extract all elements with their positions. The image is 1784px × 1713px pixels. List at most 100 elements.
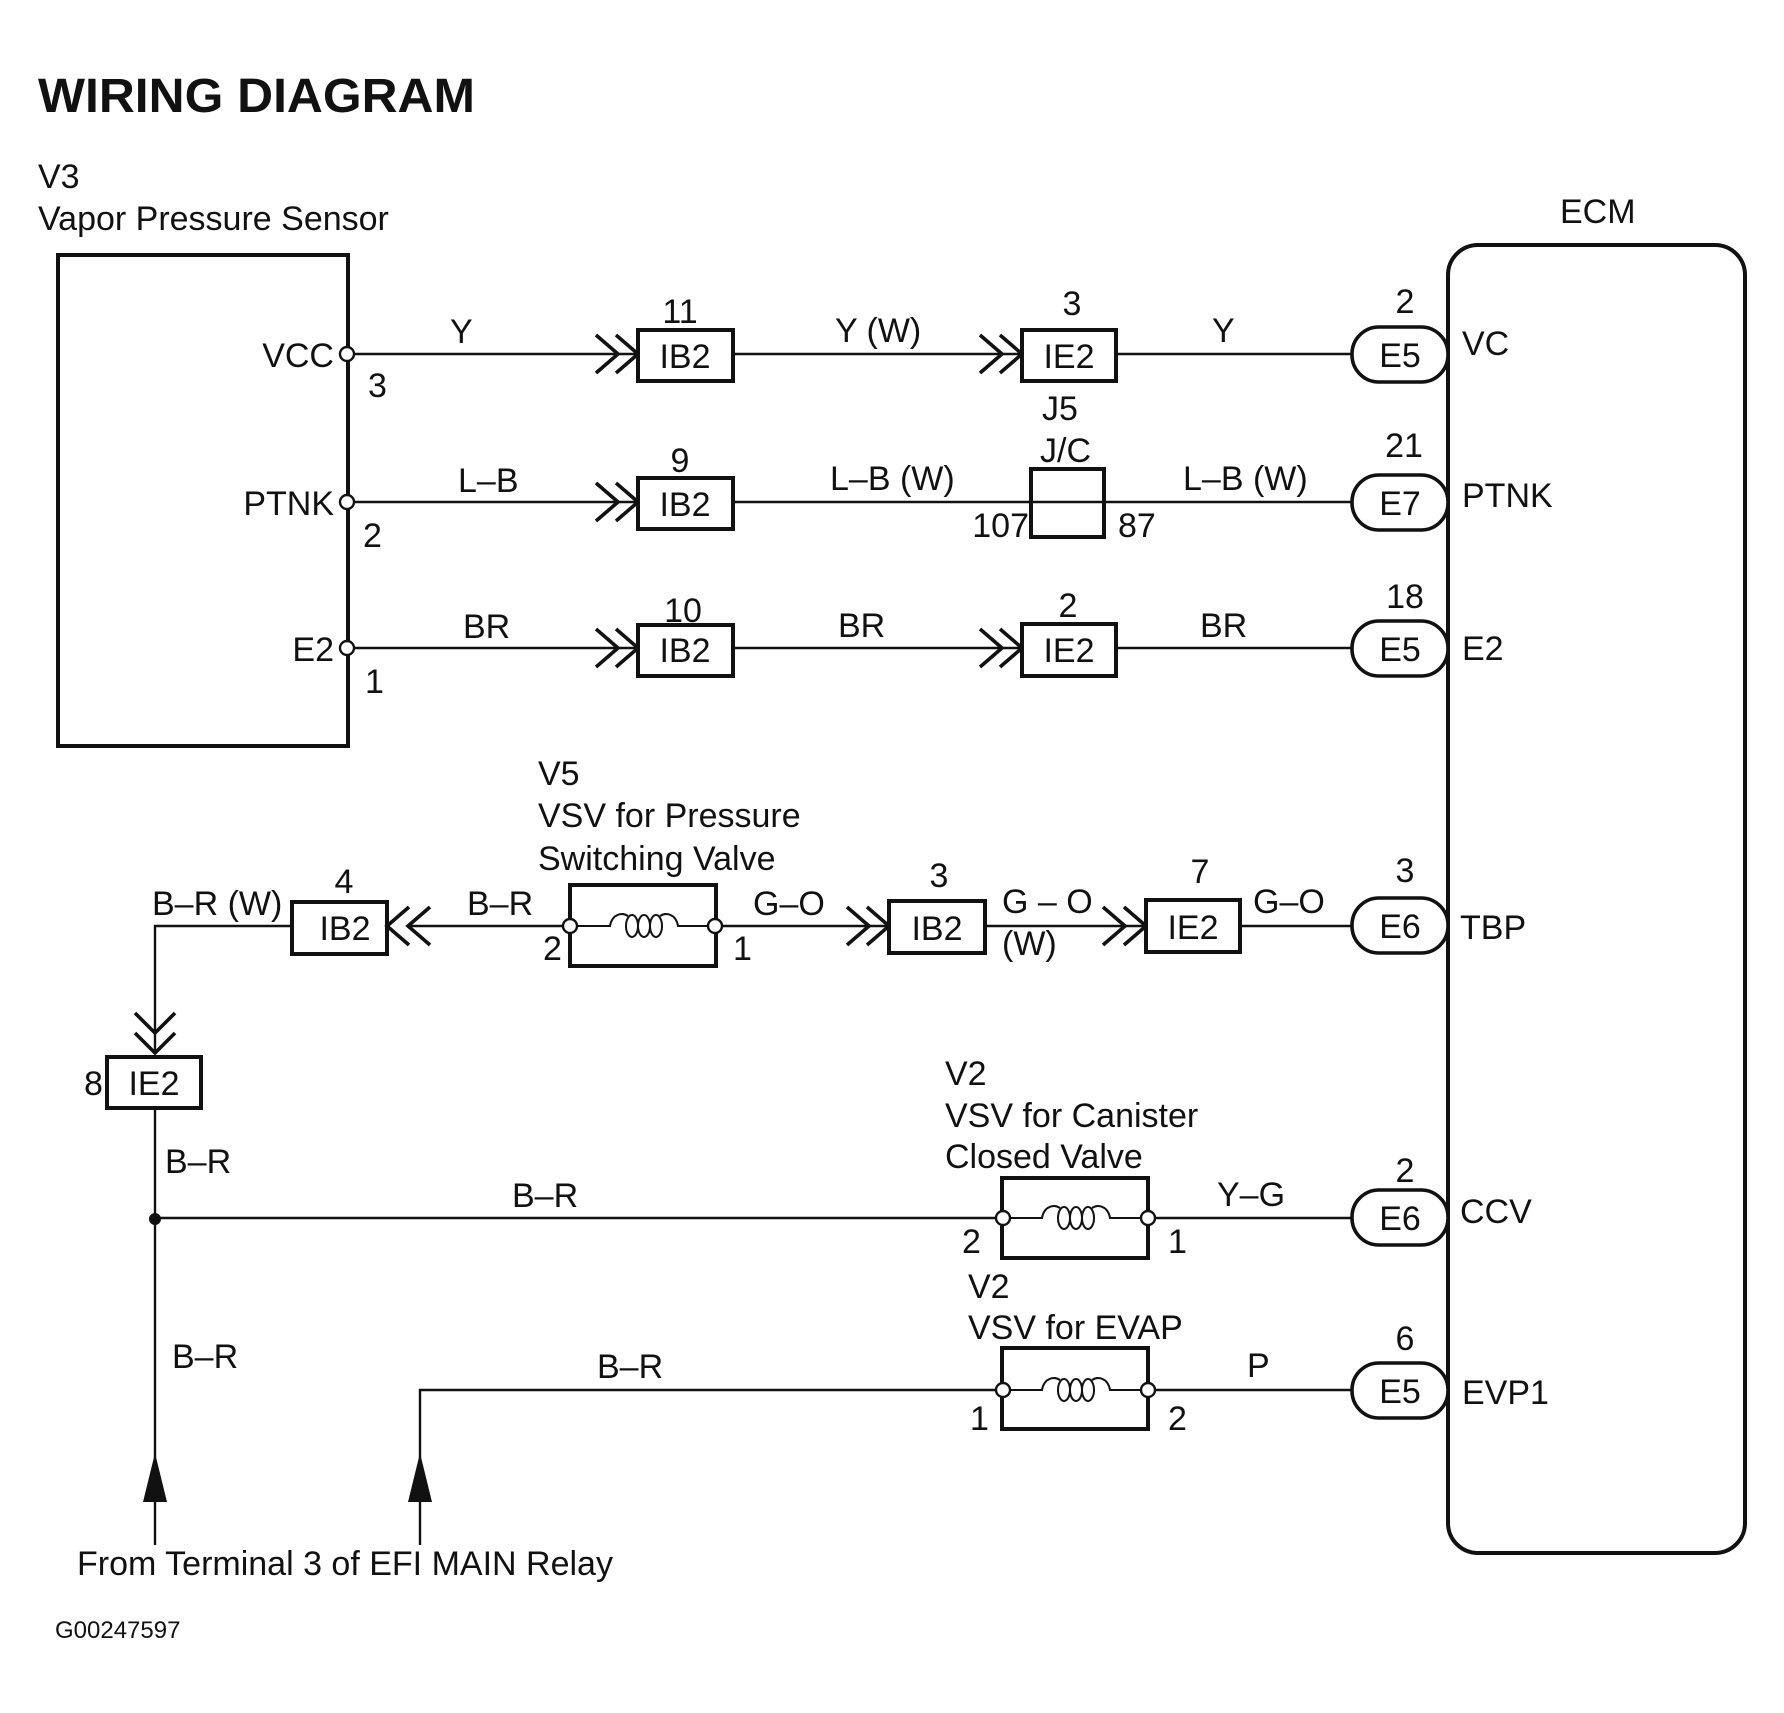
connector-pin: 2: [1059, 587, 1078, 625]
wire-color-label: L–B (W): [830, 460, 955, 498]
wire-color-label: BR: [463, 608, 510, 646]
wire-color-label: (W): [1002, 925, 1057, 963]
connector-arrow-down-icon: [133, 1011, 177, 1056]
coil-icon: [1002, 1377, 1148, 1402]
vsv-pin: 1: [1168, 1223, 1187, 1261]
wire-color-label: Y: [1212, 312, 1235, 350]
ecm-label: ECM: [1560, 193, 1636, 231]
connector-ib2-10: [636, 623, 735, 678]
ecm-pin: 6: [1396, 1320, 1415, 1358]
wire-color-label: G–O: [753, 885, 825, 923]
connector-pin: 4: [335, 863, 354, 901]
vsv-canister-code: V2: [945, 1055, 987, 1093]
ecm-pin: 2: [1396, 1152, 1415, 1190]
pin-circle: [706, 917, 724, 935]
vsv-pin: 1: [733, 930, 752, 968]
page-title: WIRING DIAGRAM: [38, 70, 475, 123]
sensor-pin-e2: 1: [365, 663, 384, 701]
connector-pin: 3: [930, 857, 949, 895]
sensor-terminal-ptnk: PTNK: [243, 485, 334, 523]
junction-code: J5: [1042, 390, 1078, 428]
pin-circle: [994, 1209, 1012, 1227]
ecm-connector-e5-e2: [1350, 619, 1450, 678]
connector-pin: 7: [1191, 853, 1210, 891]
sensor-pin-circle: [338, 345, 356, 363]
junction-pin-in: 107: [972, 507, 1029, 545]
wire-color-label: BR: [838, 607, 885, 645]
ecm-terminal-evp1: EVP1: [1462, 1374, 1549, 1412]
wire-color-label: P: [1247, 1347, 1270, 1385]
ecm-pin: 2: [1396, 283, 1415, 321]
junction-pin-out: 87: [1118, 507, 1156, 545]
ecm-connector-e5-evp1: [1350, 1361, 1450, 1420]
connector-name: IE2: [128, 1065, 179, 1103]
pin-circle: [1139, 1209, 1157, 1227]
sensor-pin-circle: [338, 639, 356, 657]
wire-color-label: L–B: [458, 462, 519, 500]
sensor-pin-circle: [338, 493, 356, 511]
vsv-evap-name: VSV for EVAP: [968, 1309, 1183, 1347]
wire-color-label: BR: [1200, 607, 1247, 645]
connector-pin: 11: [662, 293, 697, 331]
vsv-pin: 2: [962, 1223, 981, 1261]
connector-name: IE2: [1043, 632, 1094, 670]
pin-circle: [994, 1381, 1012, 1399]
wire-color-label: G – O: [1002, 883, 1093, 921]
wire-color-label: Y–G: [1217, 1176, 1285, 1214]
vsv-canister-name: VSV for Canister: [945, 1097, 1198, 1135]
connector-name: IB2: [659, 338, 710, 376]
connector-name: IE2: [1167, 909, 1218, 947]
connector-pin: 9: [671, 442, 690, 480]
sensor-name: Vapor Pressure Sensor: [38, 200, 389, 238]
pin-circle: [1139, 1381, 1157, 1399]
wire-color-label: B–R: [172, 1338, 238, 1376]
ecm-connector-name: E5: [1379, 631, 1421, 669]
ecm-terminal-vc: VC: [1462, 325, 1509, 363]
arrow-up-icon: [408, 1453, 432, 1502]
wire-color-label: G–O: [1253, 883, 1325, 921]
connector-ib2-4: [290, 900, 389, 956]
wire-color-label: Y (W): [835, 312, 921, 350]
ecm-pin: 21: [1385, 427, 1423, 465]
wire-color-label: L–B (W): [1183, 460, 1308, 498]
sensor-code: V3: [38, 158, 80, 196]
wire-color-label: B–R: [165, 1143, 231, 1181]
vsv-evap-code: V2: [968, 1268, 1010, 1306]
connector-pin: 10: [664, 592, 702, 630]
connector-pin: 3: [1063, 285, 1082, 323]
connector-name: IB2: [319, 910, 370, 948]
sensor-pin-ptnk: 2: [363, 517, 382, 555]
vsv-pin: 2: [1168, 1400, 1187, 1438]
ecm-terminal-ccv: CCV: [1460, 1193, 1532, 1231]
sensor-pin-vcc: 3: [368, 367, 387, 405]
ecm-terminal-e2: E2: [1462, 630, 1504, 668]
junction-connector-j5: [1029, 467, 1106, 539]
ecm-connector-e6-tbp: [1350, 896, 1450, 955]
sensor-terminal-vcc: VCC: [262, 337, 334, 375]
connector-ie2-3: [1020, 328, 1118, 383]
ecm-pin: 18: [1386, 578, 1424, 616]
connector-name: IB2: [659, 632, 710, 670]
junction-name: J/C: [1040, 432, 1091, 470]
figure-id: G00247597: [55, 1617, 180, 1644]
ecm-connector-e5-vc: [1350, 325, 1450, 384]
pin-circle: [561, 917, 579, 935]
connector-ie2-7: [1144, 898, 1242, 954]
ecm-connector-name: E6: [1379, 1200, 1421, 1238]
wire-color-label: Y: [450, 313, 473, 351]
vsv-pressure-name: Switching Valve: [538, 840, 776, 878]
connector-ib2-3: [887, 899, 987, 955]
ecm-connector-name: E7: [1379, 485, 1421, 523]
ecm-connector-e7-ptnk: [1350, 473, 1450, 532]
wire-evp1-1: [418, 1388, 1002, 1545]
ecm-connector-name: E6: [1379, 908, 1421, 946]
arrow-up-icon: [143, 1453, 167, 1502]
vsv-canister-name: Closed Valve: [945, 1138, 1143, 1176]
vsv-pin: 1: [970, 1400, 989, 1438]
ecm-terminal-tbp: TBP: [1460, 909, 1526, 947]
wire-color-label: B–R (W): [152, 885, 282, 923]
coil-icon: [570, 913, 714, 938]
vapor-pressure-sensor-box: [56, 253, 350, 748]
wire-tbp-feed: [153, 924, 292, 1053]
connector-name: IB2: [911, 910, 962, 948]
